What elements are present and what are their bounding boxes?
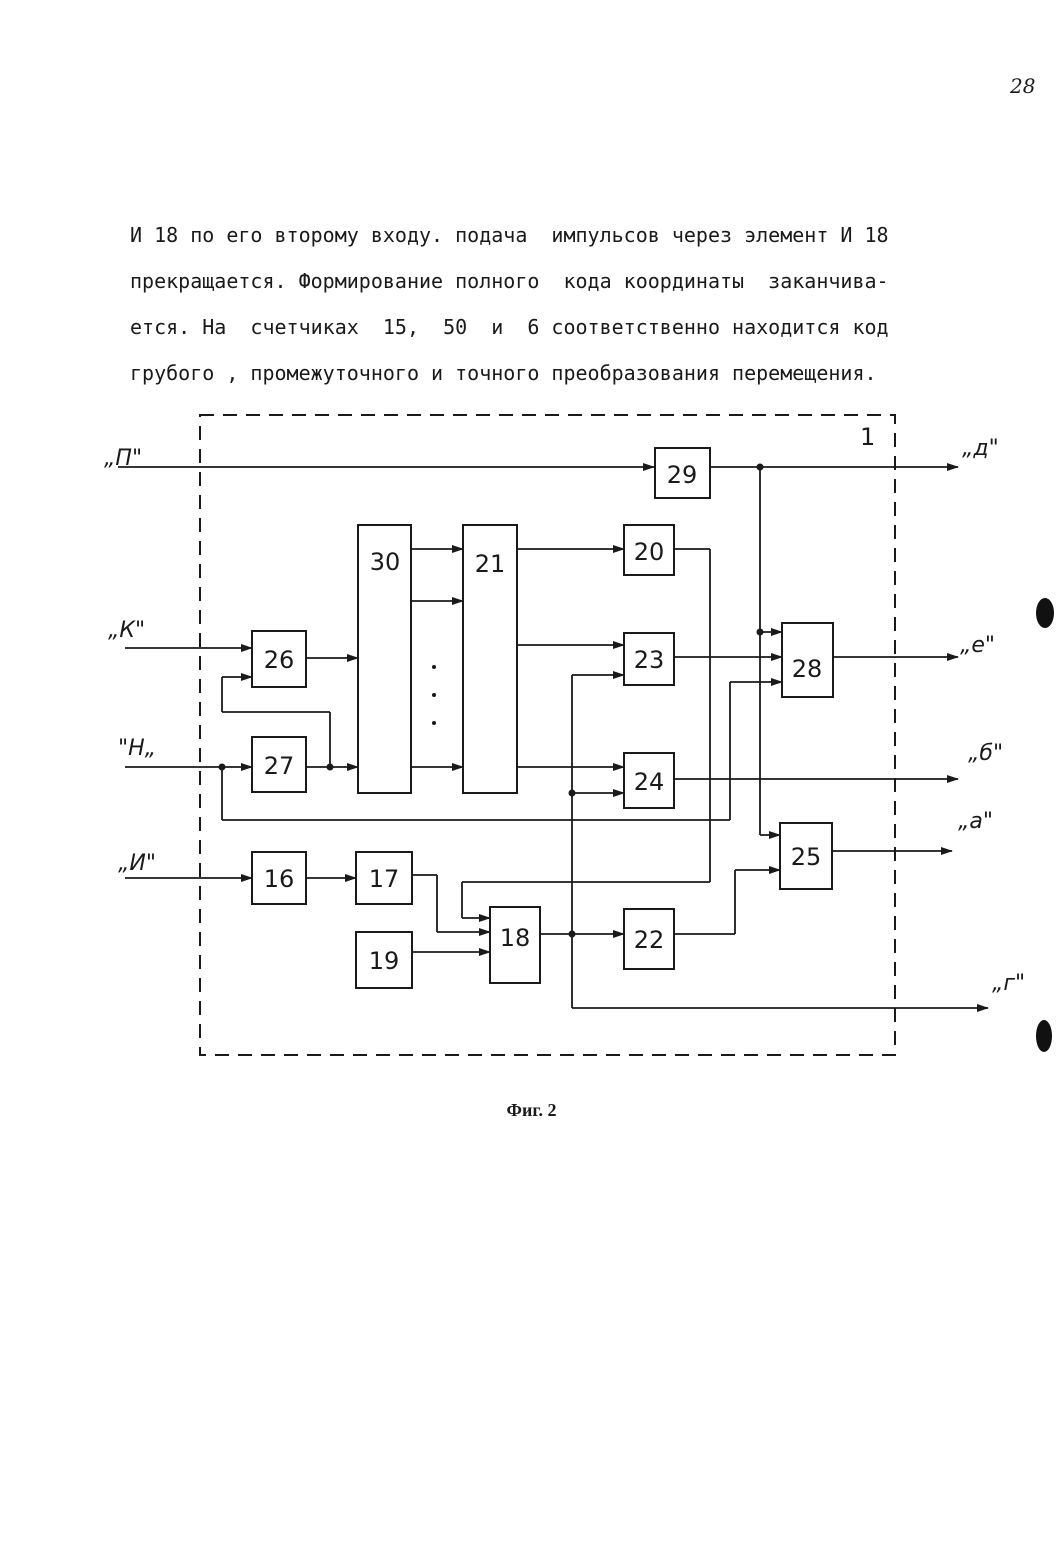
output-label-d: „д" [962, 436, 999, 461]
block-25-label: 25 [791, 843, 822, 871]
unit-label: 1 [860, 423, 875, 451]
junction-dot [757, 629, 764, 636]
output-label-b: „б" [968, 741, 1003, 766]
ellipsis-dot [432, 693, 436, 697]
junction-dot [219, 764, 226, 771]
input-label-p: „П" [104, 446, 142, 471]
scan-mark [1036, 1020, 1052, 1052]
block-30-label: 30 [370, 548, 401, 576]
block-28-label: 28 [792, 655, 823, 683]
block-21-label: 21 [475, 550, 506, 578]
block-24-label: 24 [634, 768, 665, 796]
scan-mark [1036, 598, 1054, 628]
block-27-label: 27 [264, 752, 295, 780]
output-label-e: „е" [960, 633, 995, 658]
junction-dot [327, 764, 334, 771]
junction-dot [757, 464, 764, 471]
output-label-a: „а" [958, 809, 993, 834]
block-23-label: 23 [634, 646, 665, 674]
input-label-n: "Н„ [118, 736, 156, 761]
block-26-label: 26 [264, 646, 295, 674]
unit-boundary [200, 415, 895, 1055]
junction-dot [569, 790, 576, 797]
block-20-label: 20 [634, 538, 665, 566]
junction-dot [569, 931, 576, 938]
ellipsis-dot [432, 665, 436, 669]
block-29-label: 29 [667, 461, 698, 489]
input-label-k: „К" [108, 618, 145, 643]
block-19-label: 19 [369, 947, 400, 975]
block-18-label: 18 [500, 924, 531, 952]
output-label-g: „г" [992, 971, 1025, 996]
figure-caption: Фиг. 2 [0, 1100, 1063, 1121]
block-16-label: 16 [264, 865, 295, 893]
block-22-label: 22 [634, 926, 665, 954]
block-17-label: 17 [369, 865, 400, 893]
ellipsis-dot [432, 721, 436, 725]
input-label-i: „И" [118, 851, 156, 876]
